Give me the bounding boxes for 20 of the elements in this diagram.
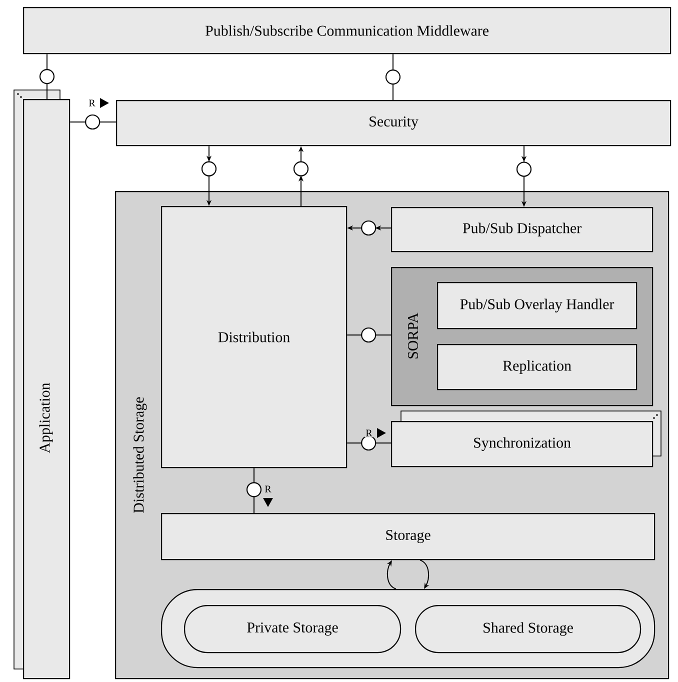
rounded-box: Shared Storage bbox=[415, 605, 642, 654]
rounded-box: Private Storage bbox=[184, 605, 402, 654]
lollipop-connector bbox=[39, 54, 55, 100]
edge-label: R bbox=[264, 484, 272, 494]
component-box: Storage bbox=[161, 513, 656, 560]
lollipop-connector bbox=[385, 54, 401, 100]
edge-label: R bbox=[364, 428, 374, 438]
stacked-box: Synchronization bbox=[391, 410, 662, 468]
stacked-box: Application bbox=[14, 90, 70, 680]
edge-label: R bbox=[88, 98, 96, 108]
component-box: Pub/Sub Overlay Handler bbox=[437, 282, 638, 330]
component-box: Security bbox=[116, 100, 672, 146]
lollipop-connector bbox=[346, 327, 392, 343]
component-box: Pub/Sub Dispatcher bbox=[391, 207, 654, 252]
component-box: Replication bbox=[437, 344, 638, 390]
lollipop-connector bbox=[346, 435, 392, 451]
lollipop-connector bbox=[246, 468, 262, 514]
component-box: Distribution bbox=[161, 206, 348, 468]
component-box: Publish/Subscribe Communication Middleware bbox=[23, 7, 672, 54]
lollipop-connector bbox=[70, 114, 116, 130]
